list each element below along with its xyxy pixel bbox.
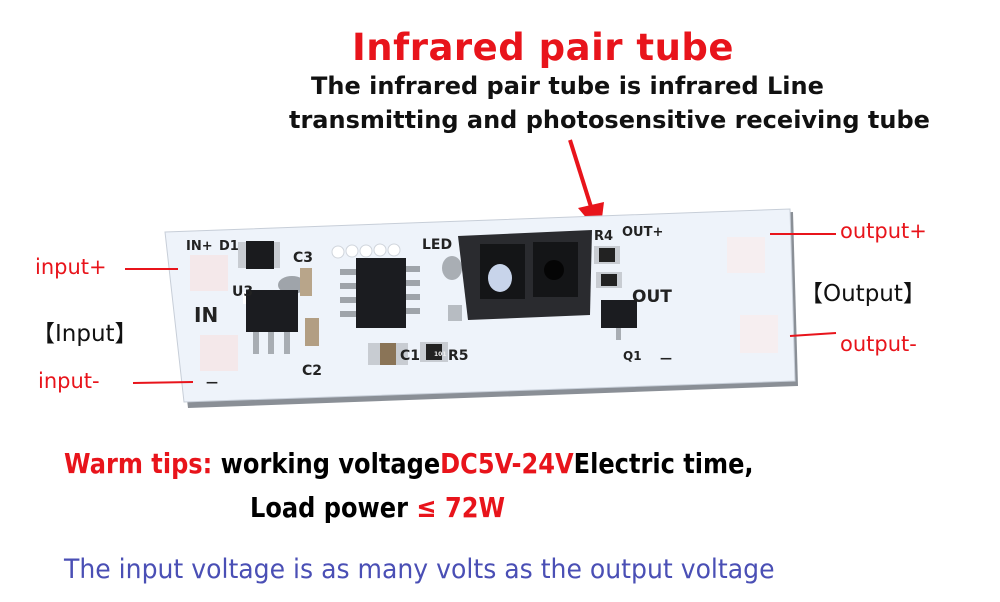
tips-text-1: working voltage (220, 447, 441, 480)
tips-text-2: Electric time, (573, 447, 754, 480)
capacitor-c3 (300, 268, 312, 296)
load-power: Load power ≤ 72W (250, 491, 505, 524)
warm-tips: Warm tips: working voltageDC5V-24VElectr… (64, 447, 754, 480)
transistor-q1 (601, 300, 637, 328)
pad-out-plus (727, 237, 765, 273)
ir-receiver (544, 260, 564, 280)
silk-d1: D1 (219, 239, 239, 254)
pad-out-minus (740, 315, 778, 353)
silk-r5: R5 (448, 348, 469, 364)
load-label: Load power (250, 491, 417, 524)
regulator-u3 (246, 290, 298, 332)
leader-lines (125, 233, 837, 384)
silk-c3: C3 (293, 250, 313, 266)
silk-in-minus: — (206, 375, 218, 389)
description-line-1: The infrared pair tube is infrared Line (311, 72, 824, 100)
resistor (601, 274, 617, 286)
pad-in-plus (190, 255, 228, 291)
title: Infrared pair tube (352, 26, 734, 69)
ic-chip (356, 258, 406, 328)
silk-u3: U3 (232, 284, 253, 300)
capacitor-c2 (305, 318, 319, 346)
silk-resistor-code: 101 (434, 351, 447, 358)
description-line-2: transmitting and photosensitive receivin… (289, 106, 930, 134)
silk-out: OUT (632, 287, 672, 307)
silk-q1: Q1 (623, 349, 642, 363)
pad-in-minus (200, 335, 238, 371)
silk-c1: C1 (400, 348, 420, 364)
label-output-minus: output- (840, 332, 917, 356)
silk-r4: R4 (594, 229, 613, 244)
resistor-r4 (599, 248, 615, 262)
ir-emitter-led (488, 264, 512, 292)
silk-out-minus: — (660, 351, 672, 365)
silk-out-plus: OUT+ (622, 225, 663, 240)
silk-led: LED (422, 237, 452, 253)
resistor-r5 (426, 344, 442, 360)
capacitor-c1 (380, 343, 396, 365)
silk-in: IN (194, 303, 218, 327)
tips-voltage: DC5V-24V (440, 447, 574, 480)
label-output-group: 【Output】 (800, 281, 926, 307)
load-value: ≤ 72W (416, 491, 506, 524)
label-output-plus: output+ (840, 219, 927, 243)
label-input-minus: input- (38, 369, 100, 393)
silk-in-plus: IN+ (186, 239, 213, 254)
voltage-note: The input voltage is as many volts as th… (64, 554, 775, 585)
silk-c2: C2 (302, 363, 322, 379)
tips-prefix: Warm tips: (64, 447, 221, 480)
diode-d1 (246, 241, 274, 269)
label-input-plus: input+ (35, 255, 107, 279)
label-input-group: 【Input】 (32, 321, 138, 347)
